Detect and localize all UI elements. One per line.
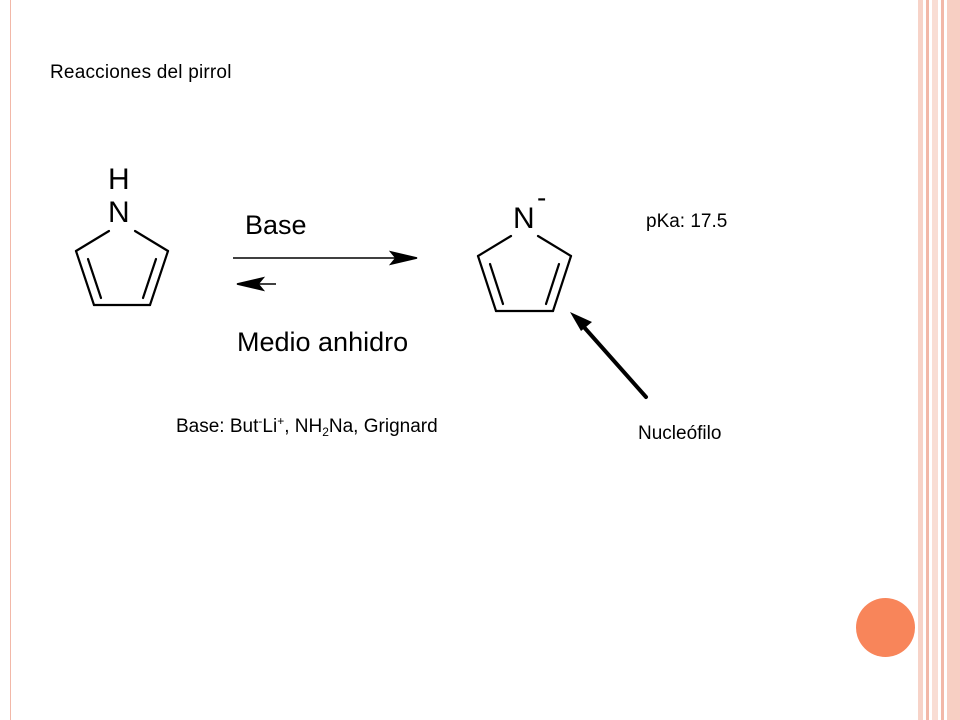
product-pyrrolide-ring — [476, 234, 573, 313]
bases-suffix: Na, Grignard — [328, 416, 438, 437]
left-border-line — [10, 0, 11, 720]
bases-sub-2: 2 — [322, 425, 329, 439]
product-negative-charge: - — [537, 182, 547, 213]
pka-label: pKa: 17.5 — [646, 211, 728, 232]
arrow-top-label: Base — [245, 210, 307, 240]
reverse-arrow — [236, 276, 276, 292]
bases-sup-plus: + — [277, 414, 285, 428]
arrow-bottom-label: Medio anhidro — [237, 327, 409, 357]
accent-circle — [856, 598, 915, 657]
nucleophile-pointer-arrow — [570, 312, 648, 399]
bases-list-label: Base: But-Li+, NH2Na, Grignard — [176, 414, 438, 439]
nucleophile-label: Nucleófilo — [638, 423, 722, 444]
bases-nh: , NH — [284, 416, 323, 437]
bases-prefix: Base: But — [176, 416, 259, 437]
right-decorative-stripes — [918, 0, 960, 720]
reactant-hydrogen-label: H — [108, 163, 130, 196]
product-nitrogen-label: N — [513, 202, 535, 235]
reactant-nitrogen-label: N — [108, 196, 130, 229]
slide-title: Reacciones del pirrol — [50, 62, 232, 83]
bases-sup-minus: - — [258, 414, 263, 428]
bases-li: Li — [262, 416, 278, 437]
reactant-pyrrole-ring — [74, 229, 170, 307]
forward-arrow — [233, 250, 418, 266]
